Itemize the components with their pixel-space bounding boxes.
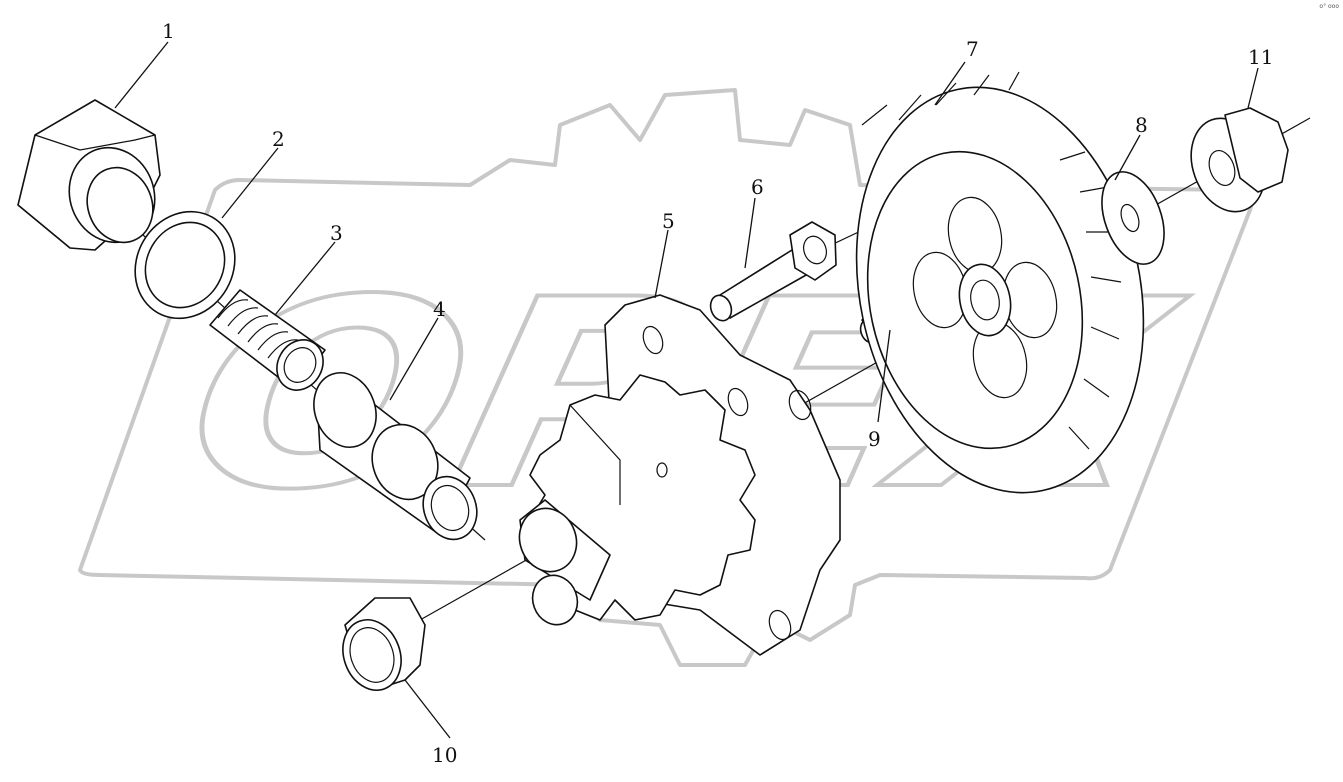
callout-7: 7: [966, 37, 979, 61]
part-11-flange-nut: [1190, 107, 1289, 213]
callout-2: 2: [272, 127, 285, 151]
callout-6: 6: [751, 175, 764, 199]
corner-code: o° ooo: [1319, 3, 1339, 10]
part-8-flat-washer: [1101, 171, 1165, 265]
callout-10: 10: [432, 743, 457, 767]
part-4-valve-sleeve: [313, 372, 478, 541]
part-5-pump-body: [518, 294, 841, 656]
callout-3: 3: [330, 221, 343, 245]
callouts: 1 2 3 4 5 6 7 8 9 10 11: [162, 19, 1273, 767]
part-2-washer: [134, 210, 236, 320]
part-3-spring: [209, 289, 326, 391]
callout-11: 11: [1248, 45, 1273, 69]
part-10-bushing: [342, 597, 426, 691]
callout-1: 1: [162, 19, 175, 43]
callout-8: 8: [1135, 113, 1148, 137]
callout-5: 5: [662, 209, 675, 233]
leader-lines: [114, 41, 1259, 739]
part-6-bolt: [709, 221, 837, 322]
callout-9: 9: [868, 427, 881, 451]
part-1-hex-plug: [17, 99, 161, 251]
part-7-gear: [855, 71, 1145, 494]
callout-4: 4: [433, 297, 446, 321]
